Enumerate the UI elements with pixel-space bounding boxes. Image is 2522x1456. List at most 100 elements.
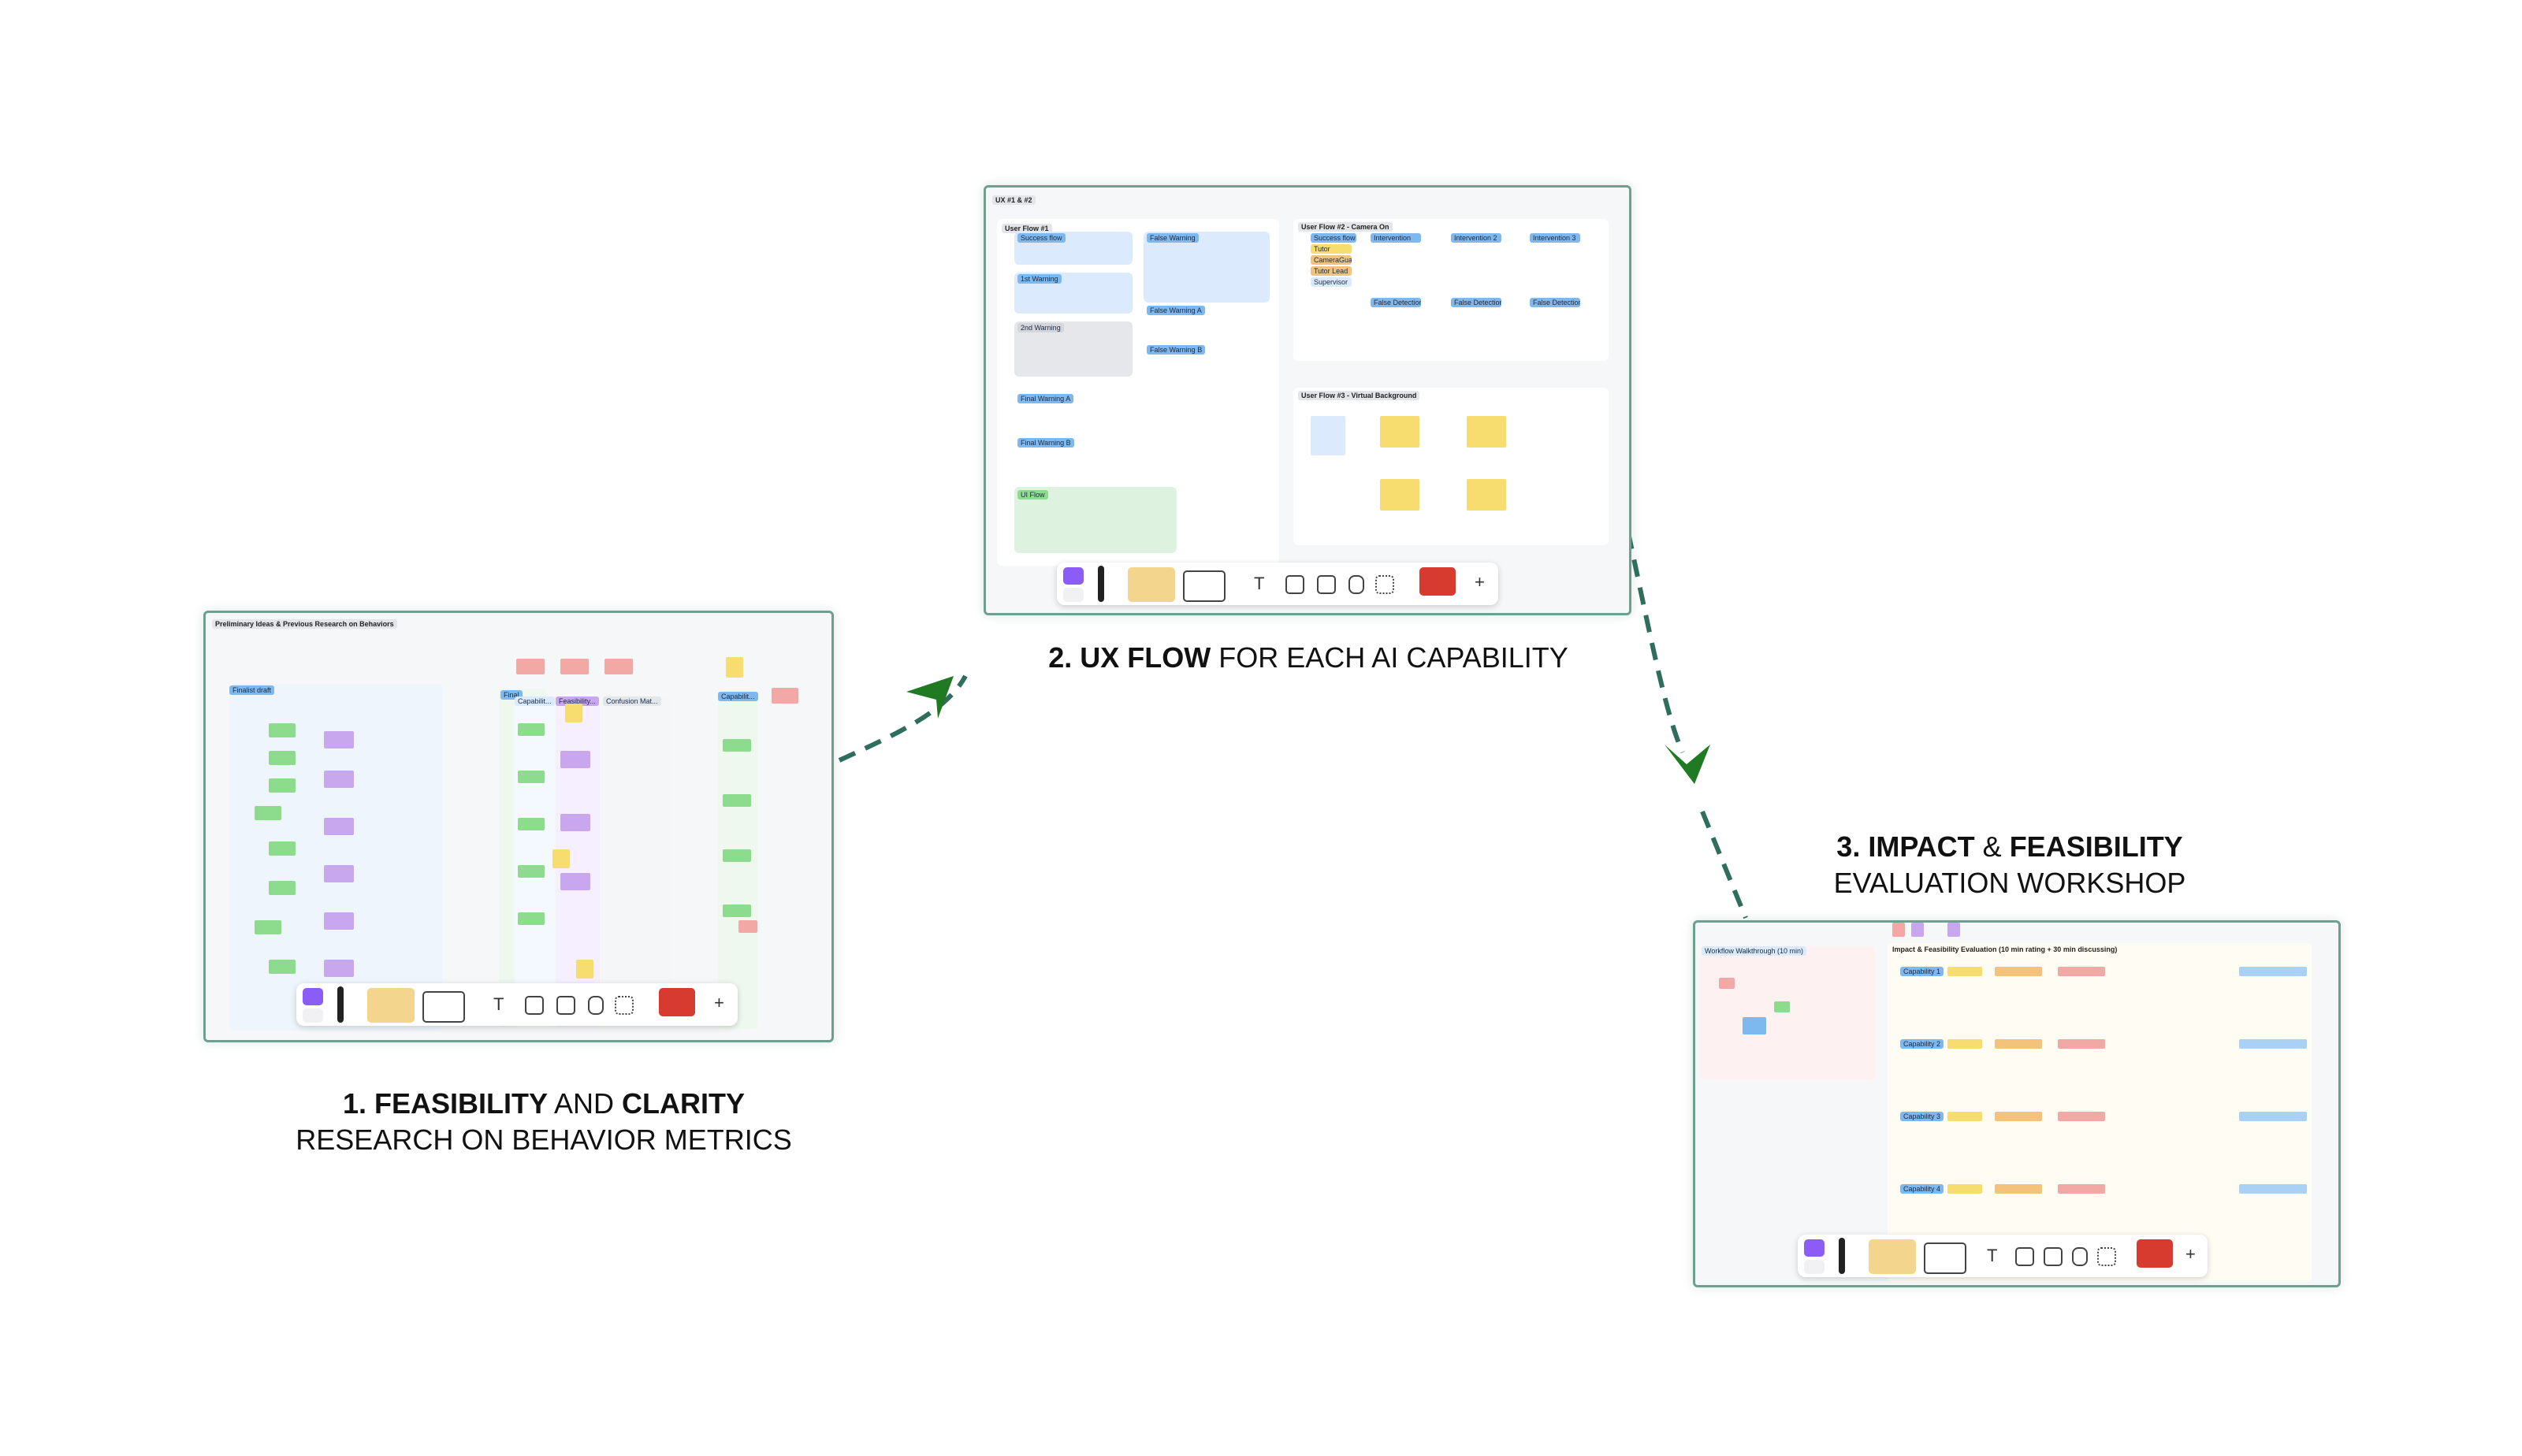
sticky-green bbox=[518, 912, 545, 925]
label-2nd-warning: 2nd Warning bbox=[1017, 323, 1064, 332]
sticky-yellow bbox=[1380, 479, 1419, 511]
sticky-green bbox=[269, 960, 296, 974]
add-plus-icon[interactable]: + bbox=[2185, 1244, 2196, 1264]
select-tool-icon[interactable] bbox=[303, 988, 323, 1005]
board-toolbar[interactable]: T + bbox=[296, 983, 738, 1026]
sticky-green bbox=[1774, 1001, 1790, 1012]
sticky-yellow bbox=[552, 849, 570, 868]
add-plus-icon[interactable]: + bbox=[1475, 572, 1485, 592]
sticky-green bbox=[518, 865, 545, 878]
role-supervisor: Supervisor bbox=[1311, 277, 1352, 287]
frame-tool-icon[interactable] bbox=[525, 996, 544, 1015]
frame-capability-a bbox=[515, 696, 554, 1027]
text-tool-icon[interactable]: T bbox=[493, 994, 504, 1014]
frame-title: UX #1 & #2 bbox=[992, 195, 1036, 205]
step-3-bold-a: IMPACT bbox=[1868, 830, 1975, 863]
sticky-yellow bbox=[576, 960, 593, 979]
label-capability-1: Capability 1 bbox=[1900, 967, 1944, 976]
step-1-number: 1. bbox=[342, 1087, 366, 1120]
widgets-icon[interactable] bbox=[1419, 567, 1456, 596]
shapes-tool-icon[interactable] bbox=[1924, 1242, 1966, 1274]
pen-tool-icon[interactable] bbox=[1098, 566, 1104, 602]
step-2-bold-a: UX FLOW bbox=[1080, 641, 1211, 674]
label-impact-feasibility: Impact & Feasibility Evaluation (10 min … bbox=[1892, 945, 2118, 953]
hand-tool-icon[interactable] bbox=[1063, 588, 1084, 602]
sticky-folder-icon[interactable] bbox=[367, 988, 415, 1023]
sticky-folder-icon[interactable] bbox=[1128, 567, 1175, 602]
role-cameraguard: CameraGuard bbox=[1311, 255, 1352, 265]
step-3-bold-b: FEASIBILITY bbox=[2009, 830, 2183, 863]
sticky-purple bbox=[1911, 923, 1924, 937]
stamp-tool-icon[interactable] bbox=[1348, 575, 1364, 594]
step-3-line2: EVALUATION WORKSHOP bbox=[1833, 867, 2186, 899]
label-capability-4: Capability 4 bbox=[1900, 1184, 1944, 1194]
label-confusion-matrix: Confusion Mat... bbox=[603, 696, 661, 706]
step-1-line2: RESEARCH ON BEHAVIOR METRICS bbox=[296, 1124, 792, 1156]
sticky-purple bbox=[324, 818, 354, 835]
text-tool-icon[interactable]: T bbox=[1987, 1246, 1998, 1265]
sticky-yellow bbox=[726, 657, 743, 678]
sticky-yellow bbox=[1947, 1112, 1982, 1121]
sticky-purple bbox=[324, 865, 354, 882]
frame-title: Preliminary Ideas & Previous Research on… bbox=[212, 619, 397, 629]
magic-tool-icon[interactable] bbox=[1375, 575, 1394, 594]
board-ux-flow: UX #1 & #2 User Flow #1 Success flow 1st… bbox=[984, 185, 1631, 615]
sticky-pink bbox=[2058, 1039, 2105, 1049]
board-toolbar[interactable]: T + bbox=[1057, 563, 1498, 605]
step-2-regular: FOR EACH AI CAPABILITY bbox=[1211, 641, 1568, 674]
select-tool-icon[interactable] bbox=[1063, 567, 1084, 585]
widgets-icon[interactable] bbox=[2137, 1239, 2173, 1268]
frame-tool-icon[interactable] bbox=[2015, 1247, 2034, 1266]
frame-confusion-matrix bbox=[601, 696, 671, 1027]
sticky-yellow bbox=[1947, 1039, 1982, 1049]
stamp-tool-icon[interactable] bbox=[2072, 1247, 2088, 1266]
board-toolbar[interactable]: T + bbox=[1798, 1235, 2208, 1277]
step-3-regular: & bbox=[1974, 830, 2010, 863]
hand-tool-icon[interactable] bbox=[303, 1008, 323, 1023]
sticky-blue bbox=[2239, 1184, 2307, 1194]
sticky-green bbox=[255, 920, 281, 934]
pen-tool-icon[interactable] bbox=[337, 986, 344, 1023]
label-capability-3: Capability 3 bbox=[1900, 1112, 1944, 1121]
shapes-tool-icon[interactable] bbox=[422, 991, 465, 1023]
label-success-flow-2: Success flow bbox=[1311, 233, 1356, 243]
label-false-warning-a: False Warning A bbox=[1147, 306, 1205, 315]
sticky-green bbox=[269, 881, 296, 895]
sticky-blue bbox=[2239, 1112, 2307, 1121]
label-false-warning-b: False Warning B bbox=[1147, 345, 1206, 355]
hand-tool-icon[interactable] bbox=[1804, 1260, 1825, 1274]
label-capability-2: Capability 2 bbox=[1900, 1039, 1944, 1049]
frame-tool-icon[interactable] bbox=[1285, 575, 1304, 594]
sticky-purple bbox=[324, 960, 354, 977]
sticky-blue bbox=[2239, 967, 2307, 976]
sticky-purple bbox=[1947, 923, 1960, 937]
sticky-folder-icon[interactable] bbox=[1869, 1239, 1916, 1274]
role-tutor: Tutor bbox=[1311, 244, 1352, 254]
sticky-orange bbox=[1995, 1184, 2042, 1194]
label-final-warning-a: Final Warning A bbox=[1017, 394, 1074, 403]
label-false-detection-3: False Detection bbox=[1530, 298, 1580, 307]
widgets-icon[interactable] bbox=[659, 988, 695, 1016]
sticky-green bbox=[269, 778, 296, 793]
frame-workflow-walkthrough bbox=[1700, 946, 1875, 1080]
pen-tool-icon[interactable] bbox=[1839, 1238, 1845, 1274]
add-plus-icon[interactable]: + bbox=[714, 993, 724, 1012]
magic-tool-icon[interactable] bbox=[615, 996, 634, 1015]
sticky-purple bbox=[560, 873, 590, 890]
table-tool-icon[interactable] bbox=[1317, 575, 1336, 594]
step-2-number: 2. bbox=[1048, 641, 1073, 674]
label-intervention-3: Intervention 3 bbox=[1530, 233, 1580, 243]
magic-tool-icon[interactable] bbox=[2097, 1247, 2116, 1266]
sticky-green bbox=[518, 723, 545, 736]
table-tool-icon[interactable] bbox=[2044, 1247, 2063, 1266]
stamp-tool-icon[interactable] bbox=[588, 996, 604, 1015]
sticky-green bbox=[518, 818, 545, 830]
sticky-purple bbox=[560, 814, 590, 831]
table-tool-icon[interactable] bbox=[556, 996, 575, 1015]
select-tool-icon[interactable] bbox=[1804, 1239, 1825, 1257]
label-final-warning-b: Final Warning B bbox=[1017, 438, 1074, 448]
sticky-green bbox=[255, 806, 281, 820]
shapes-tool-icon[interactable] bbox=[1183, 570, 1226, 602]
sticky-blue bbox=[1311, 416, 1345, 455]
text-tool-icon[interactable]: T bbox=[1254, 574, 1265, 593]
